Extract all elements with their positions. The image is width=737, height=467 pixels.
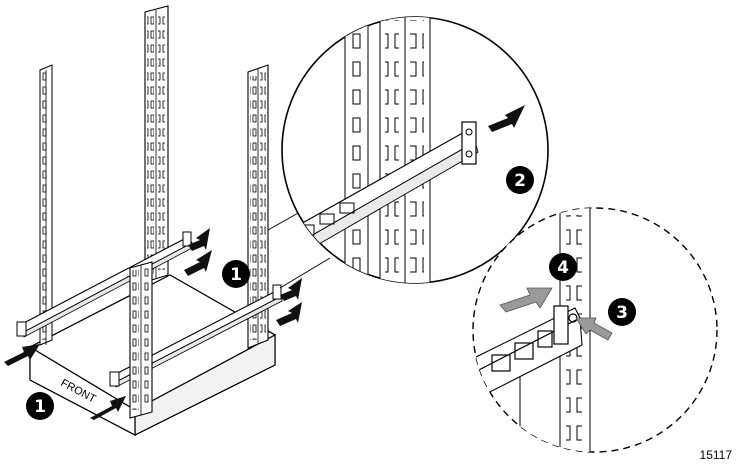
svg-text:3: 3	[616, 303, 628, 323]
leader-line-zoom-2-a	[267, 211, 301, 231]
callout-1-front: 1	[26, 392, 54, 420]
arrow-right-rail-bottom	[276, 302, 302, 326]
callout-4: 4	[549, 253, 577, 281]
zoom-detail-rear-bracket	[281, 16, 549, 284]
arrow-rear-rail-top	[188, 228, 210, 251]
rail-right	[109, 284, 283, 388]
svg-text:2: 2	[514, 171, 526, 191]
figure-number: 15117	[700, 448, 733, 462]
callout-1-right: 1	[222, 260, 250, 288]
rack-post-rear-left	[39, 64, 53, 346]
arrow-front-right	[90, 396, 126, 420]
callout-2: 2	[506, 166, 534, 194]
rack-post-front-center	[129, 261, 153, 419]
callout-3: 3	[608, 298, 636, 326]
rack-post-front-right	[247, 64, 269, 349]
arrow-right-rail-top	[280, 278, 302, 301]
svg-text:4: 4	[557, 258, 569, 278]
arrow-zoom-4	[499, 287, 553, 313]
rack-post-rear-center	[144, 5, 169, 283]
svg-text:1: 1	[230, 265, 242, 285]
arrow-zoom-2	[488, 105, 525, 132]
arrow-zoom-3	[575, 317, 613, 341]
leader-line-zoom-2-b	[279, 257, 331, 289]
arrow-rear-rail-bottom	[184, 250, 212, 276]
arrow-front-left	[4, 344, 40, 366]
svg-text:1: 1	[34, 397, 46, 417]
